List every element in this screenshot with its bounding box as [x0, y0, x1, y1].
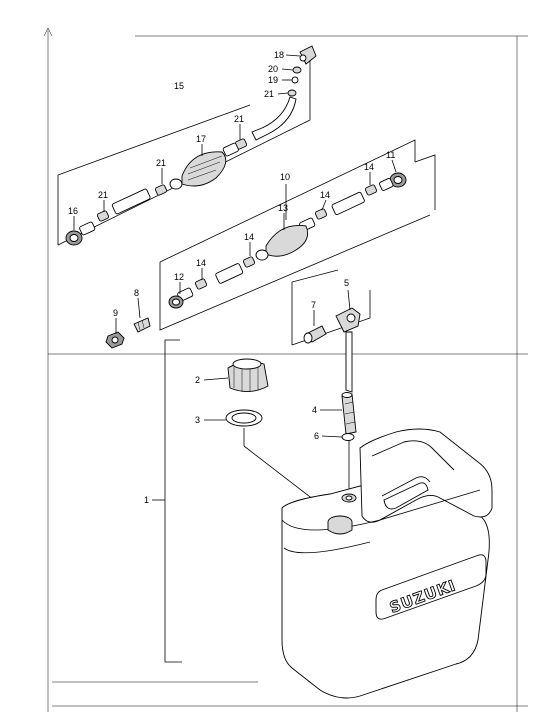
panel-15-outline [57, 54, 311, 246]
callout-14-c: 14 [244, 232, 254, 242]
callout-19: 19 [268, 75, 278, 85]
o-ring-6 [341, 433, 355, 441]
callout-14-b: 14 [320, 190, 330, 200]
callout-12: 12 [174, 272, 184, 282]
connector-16 [65, 221, 96, 246]
hose-segment-upper [111, 188, 151, 215]
callout-7: 7 [311, 300, 316, 310]
fitting-7 [303, 325, 327, 344]
connector-11 [379, 172, 407, 191]
filter-4 [341, 392, 357, 435]
gasket-3 [225, 409, 263, 427]
nut-9 [105, 331, 125, 349]
fitting-8 [133, 317, 151, 333]
callout-5: 5 [344, 278, 349, 288]
bulb-connector-17 [222, 142, 239, 157]
callout-11: 11 [386, 150, 395, 160]
primer-bulb-13 [255, 224, 309, 261]
clamp-14-right [364, 184, 378, 196]
callout-2: 2 [195, 375, 200, 385]
primer-bulb-17 [169, 151, 227, 190]
hose-segment-lower-right [331, 191, 365, 215]
callout-14-d: 14 [196, 258, 206, 268]
callouts: 18 20 19 21 15 21 17 21 21 16 11 14 10 1… [68, 50, 395, 505]
clamp-21-left [96, 210, 110, 222]
callout-3: 3 [195, 415, 200, 425]
hose-clamps-19-20 [287, 66, 302, 97]
callout-15: 15 [174, 81, 184, 91]
callout-21-third: 21 [156, 158, 166, 168]
callout-1: 1 [144, 495, 149, 505]
clamp-21-mid [154, 184, 168, 196]
callout-10: 10 [280, 172, 290, 182]
connector-12 [168, 287, 194, 309]
bracket-1 [152, 339, 182, 663]
callout-16: 16 [68, 206, 78, 216]
callout-6: 6 [314, 431, 319, 441]
callout-13: 13 [278, 203, 288, 213]
callout-21-top: 21 [264, 89, 274, 99]
elbow-fitting-18 [299, 45, 317, 65]
callout-18: 18 [274, 50, 284, 60]
panel-5-7-outline [291, 269, 371, 346]
callout-17: 17 [196, 134, 206, 144]
clamp-14-mid [314, 208, 328, 220]
callout-20: 20 [268, 64, 278, 74]
hose-upper [251, 96, 297, 141]
callout-9: 9 [113, 308, 118, 318]
hose-segment-lower-left [215, 263, 244, 284]
frame-lines [43, 27, 528, 712]
callout-21-fourth: 21 [98, 190, 108, 200]
fuel-tank [281, 428, 493, 699]
callout-4: 4 [312, 405, 317, 415]
pickup-tube [345, 331, 353, 393]
callout-8: 8 [134, 288, 139, 298]
clamp-14-far-left [194, 278, 208, 290]
cap-2 [227, 358, 269, 392]
callout-14-a: 14 [364, 162, 374, 172]
elbow-5 [335, 307, 361, 333]
clamp-14-left [242, 256, 256, 268]
panel-10-outline [159, 139, 436, 331]
leader-lines [73, 54, 397, 438]
callout-21-second: 21 [234, 114, 244, 124]
